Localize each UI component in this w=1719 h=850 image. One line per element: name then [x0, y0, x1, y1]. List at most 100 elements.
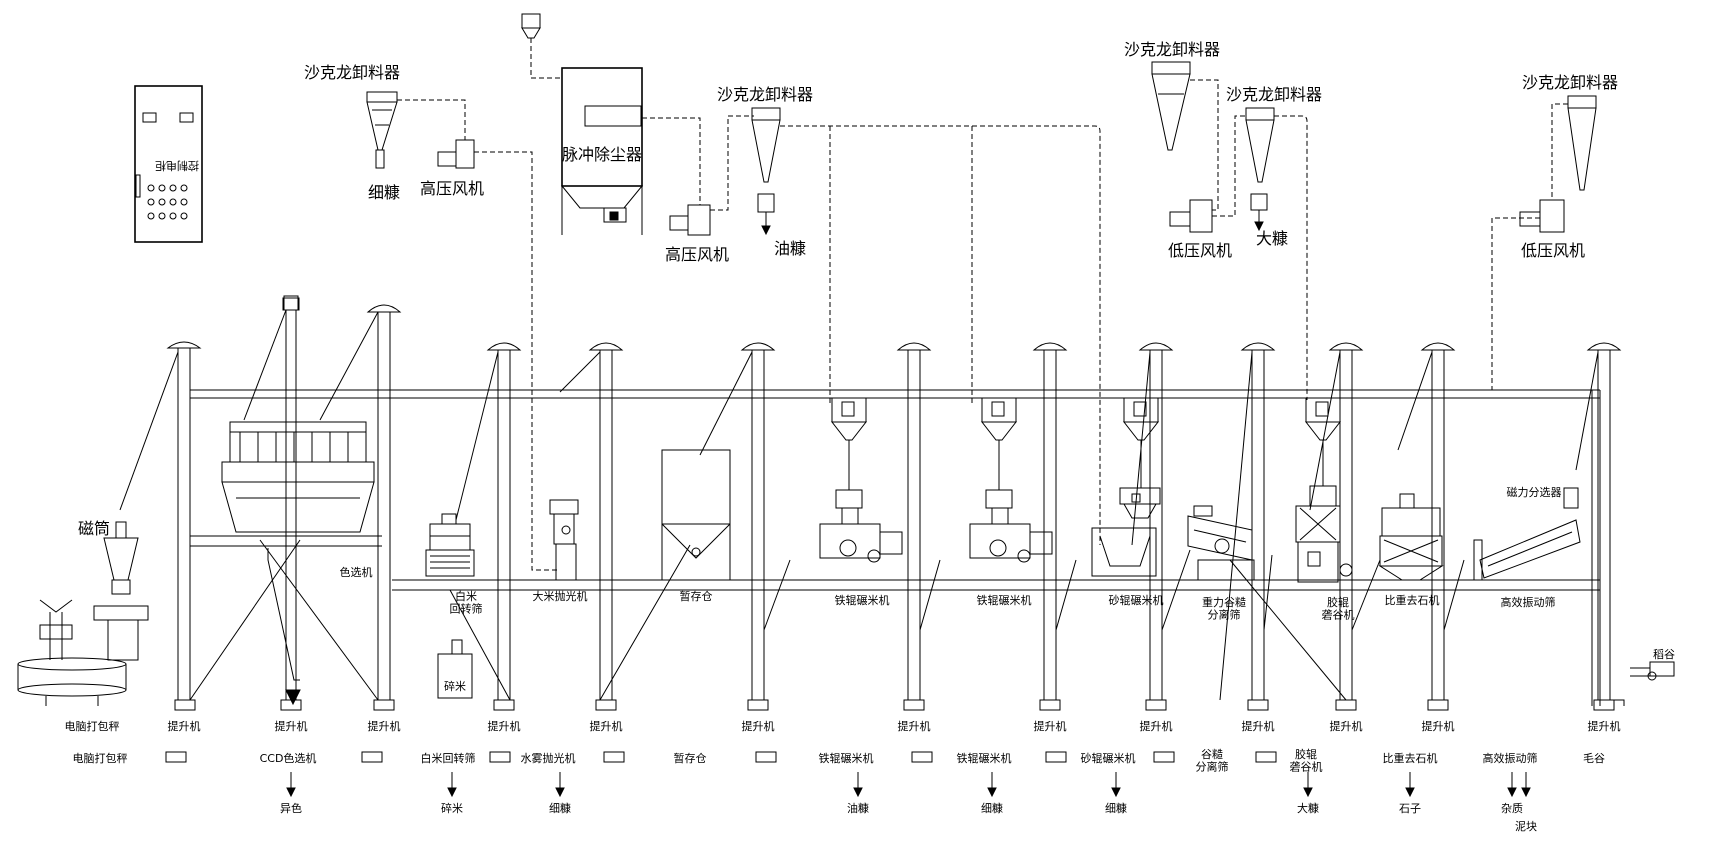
rotary-screen-label: 白米回转筛: [450, 589, 483, 616]
byproduct-label: 石子: [1399, 802, 1421, 815]
elevator-2: [280, 297, 302, 711]
iron-roller-mill-1-label: 铁辊碾米机: [835, 593, 890, 607]
elevator-6: [740, 342, 776, 711]
iron-roller-mill-2-label: 铁辊碾米机: [977, 593, 1032, 607]
fan-hp-1-label: 高压风机: [420, 179, 484, 198]
byproduct-label: 细糠: [981, 801, 1003, 815]
rubber-roll-huller: 胶辊砻谷机: [1295, 397, 1355, 622]
elevator-5: [588, 342, 624, 711]
bottom-row2-item: 高效振动筛: [1483, 751, 1538, 765]
bottom-row2-item: 水雾抛光机: [521, 751, 576, 765]
bottom-row1-item: 提升机: [1330, 719, 1363, 733]
cabinet-buttons: [147, 184, 188, 220]
destoner: 比重去石机: [1378, 493, 1444, 607]
bottom-row-2: 电脑打包秤 CCD色选机 白米回转筛 水雾抛光机 暂存仓 铁辊碾米机 铁辊碾米机…: [73, 747, 1606, 774]
fan-lp-1-label: 低压风机: [1168, 241, 1232, 260]
bottom-row1-item: 提升机: [1034, 719, 1067, 733]
byproduct-label: 油糠: [847, 801, 869, 815]
byproduct-arrow: 异色: [280, 772, 302, 815]
elevators: [166, 297, 1622, 711]
bottom-row2-item: 砂辊碾米机: [1081, 751, 1136, 765]
bottom-row2-item: 毛谷: [1583, 752, 1605, 765]
feed-chutes: [119, 309, 1599, 701]
bottom-row1-item: 提升机: [368, 719, 401, 733]
cyclone-2: 沙克龙卸料器 油糠: [717, 85, 813, 258]
fan-hp-1: 高压风机: [420, 139, 484, 198]
bottom-row1-item: 提升机: [168, 719, 201, 733]
cyclone-1-output-label: 细糠: [368, 183, 400, 202]
byproduct-label: 泥块: [1515, 820, 1537, 833]
elevator-7: [896, 342, 932, 711]
sand-roller-mill: 砂辊碾米机: [1091, 397, 1164, 607]
cyclone-2-output-label: 油糠: [774, 239, 806, 258]
cyclone-2-label: 沙克龙卸料器: [717, 85, 813, 104]
byproduct-arrow: 细糠: [1105, 772, 1127, 815]
byproduct-label: 异色: [280, 801, 302, 815]
bottom-row2-item: 铁辊碾米机: [819, 751, 874, 765]
rice-polisher: 大米抛光机: [533, 499, 588, 603]
byproduct-arrow: 大糠: [1297, 772, 1319, 815]
bottom-row2-item: 白米回转筛: [421, 751, 476, 765]
fan-lp-2: 低压风机: [1519, 199, 1585, 260]
magnetic-separator-label: 磁力分选器: [1507, 486, 1562, 499]
byproduct-label: 细糠: [549, 801, 571, 815]
bottom-row1-item: 提升机: [742, 719, 775, 733]
cyclone-4-output-label: 大糠: [1256, 229, 1288, 248]
byproduct-label: 大糠: [1297, 801, 1319, 815]
byproduct-label: 碎米: [441, 801, 463, 815]
byproduct-arrow: 石子: [1399, 772, 1421, 815]
magnetic-cylinder: 磁筒: [78, 519, 139, 595]
iron-roller-mill-2: 铁辊碾米机: [969, 397, 1053, 607]
bottom-row2-item: 暂存仓: [674, 751, 707, 765]
bottom-row1-item: 提升机: [1242, 719, 1275, 733]
bottom-row-1: 电脑打包秤 提升机 提升机 提升机 提升机 提升机 提升机 提升机 提升机 提升…: [65, 719, 1621, 733]
paddy-intake: 稻谷: [1610, 648, 1675, 706]
gravity-separator-label: 重力谷糙分离筛: [1202, 595, 1246, 622]
elevator-12: [1420, 342, 1456, 711]
destoner-label: 比重去石机: [1385, 593, 1440, 607]
byproduct-arrow: 杂质: [1501, 772, 1523, 815]
cyclone-4: 沙克龙卸料器 大糠: [1226, 85, 1322, 248]
bottom-row1-item: 提升机: [1422, 719, 1455, 733]
bottom-row2-item: 胶辊砻谷机: [1290, 747, 1323, 774]
paddy-label: 稻谷: [1653, 648, 1675, 661]
bottom-row1-item: 提升机: [275, 719, 308, 733]
byproduct-arrow: 油糠: [847, 772, 869, 815]
control-cabinet-label: 控制电柜: [155, 159, 199, 173]
cyclone-5: 沙克龙卸料器: [1522, 73, 1618, 191]
pulse-dust-collector: 脉冲除尘器: [521, 13, 644, 235]
magnetic-cylinder-label: 磁筒: [78, 519, 110, 538]
cyclone-3: 沙克龙卸料器: [1124, 40, 1220, 151]
iron-roller-mill-1: 铁辊碾米机: [819, 397, 903, 607]
elevator-10: [1240, 342, 1276, 711]
control-cabinet: 控制电柜: [134, 85, 203, 243]
byproduct-arrow: 泥块: [1515, 772, 1537, 833]
platform-frame: [190, 389, 1601, 706]
fan-hp-2: 高压风机: [665, 204, 729, 264]
byproduct-label: 杂质: [1501, 802, 1523, 815]
rotary-screen: 白米回转筛 碎米: [425, 513, 483, 699]
elevator-9: [1138, 342, 1174, 711]
byproduct-label: 细糠: [1105, 801, 1127, 815]
rubber-roll-huller-label: 胶辊砻谷机: [1322, 595, 1355, 622]
elevator-3: [366, 304, 402, 711]
bottom-row2-item: 比重去石机: [1383, 751, 1438, 765]
fan-lp-1: 低压风机: [1168, 199, 1232, 260]
byproducts: 异色 碎米 细糠 油糠 细糠 细糠 大糠 石子 杂质 泥块: [280, 772, 1537, 833]
cyclone-1: 沙克龙卸料器 细糠: [304, 63, 400, 202]
fan-hp-2-label: 高压风机: [665, 245, 729, 264]
elevator-1: [166, 341, 202, 711]
sand-roller-mill-label: 砂辊碾米机: [1109, 593, 1164, 607]
byproduct-arrow: 细糠: [549, 772, 571, 815]
bottom-row1-item: 提升机: [590, 719, 623, 733]
bottom-row2-item: 铁辊碾米机: [957, 751, 1012, 765]
color-sorter: 色选机: [221, 295, 375, 706]
byproduct-arrow: 碎米: [441, 772, 463, 815]
byproduct-arrow: 细糠: [981, 772, 1003, 815]
elevator-8: [1032, 342, 1068, 711]
bottom-row2-item: CCD色选机: [260, 751, 317, 765]
cyclone-5-label: 沙克龙卸料器: [1522, 73, 1618, 92]
fan-lp-2-label: 低压风机: [1521, 241, 1585, 260]
dust-collector-label: 脉冲除尘器: [562, 145, 642, 164]
